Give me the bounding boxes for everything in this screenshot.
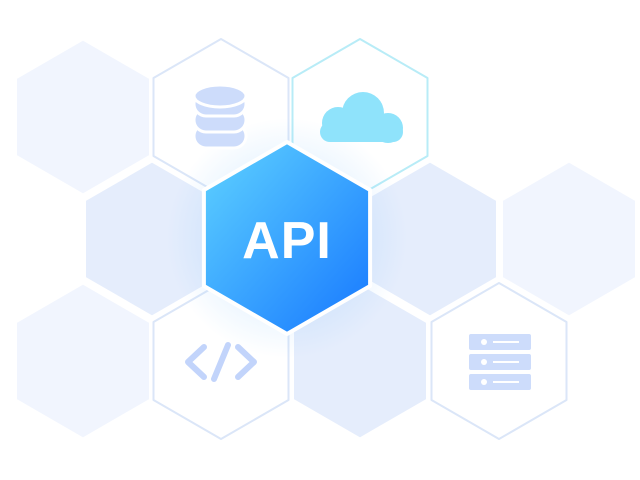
cloud-icon <box>320 92 403 143</box>
database-icon <box>192 83 248 150</box>
api-hexagon[interactable]: API <box>201 140 373 336</box>
server-list-icon <box>469 334 531 390</box>
hex-tile-4 <box>500 159 638 319</box>
code-icon <box>185 342 257 382</box>
hex-tile-1 <box>14 37 152 197</box>
hex-tile-5 <box>14 281 152 441</box>
api-label: API <box>242 212 332 270</box>
